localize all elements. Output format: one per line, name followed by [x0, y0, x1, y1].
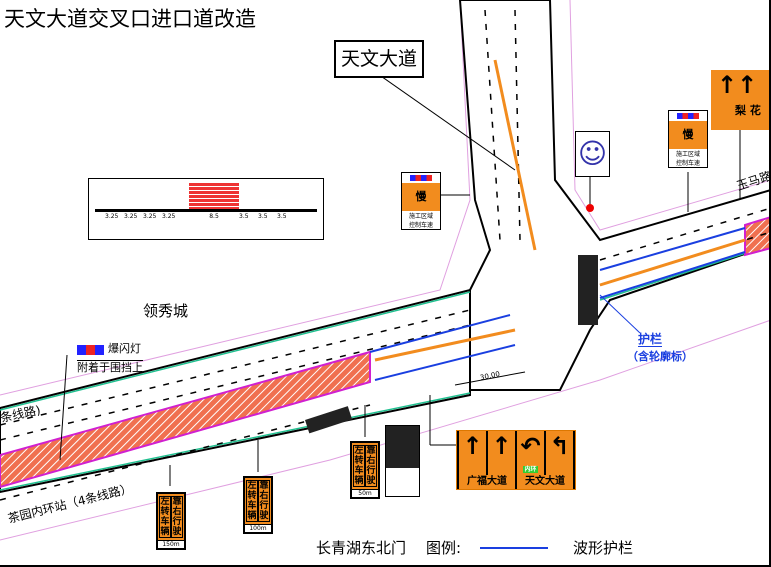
guardrail-note: （含轮廓标） [627, 350, 693, 363]
road-surface [95, 209, 317, 212]
sign-lane: ↶ 内环 [515, 431, 544, 475]
lane-width: 3.25 [105, 213, 119, 220]
uturn-arrow-icon: ↶ [520, 432, 541, 460]
slow-down-sign: 慢 施工区域 控制车速 [401, 172, 441, 230]
sign-lane: ↑ [486, 431, 515, 475]
lane-width: 3.25 [143, 213, 157, 220]
warning-lights-icon [410, 175, 432, 181]
hatched-median [0, 350, 371, 489]
signal-point [586, 204, 594, 212]
sign-text: 左转车辆 [159, 496, 171, 538]
lane-warning-sign: 左转车辆靠右行驶 100m [243, 476, 273, 534]
slow-symbol: 慢 [402, 183, 440, 211]
road-edge [0, 291, 471, 411]
straight-arrow-icon: ↑ [491, 432, 512, 460]
crosswalk [578, 255, 598, 325]
vms-board [385, 425, 420, 497]
guardrail-label: 护栏 [638, 332, 663, 347]
leader-lines [59, 73, 741, 486]
road-edge [599, 244, 769, 301]
distance-label: 50m [352, 489, 378, 497]
slow-symbol: 慢 [669, 121, 707, 149]
warning-lights-icon [677, 113, 699, 119]
hatched-median [744, 216, 769, 257]
road-edge [0, 392, 471, 491]
sign-text: 左转车辆 [353, 445, 365, 487]
lane-width: 3.5 [258, 213, 268, 220]
flash-light-icon [77, 345, 104, 355]
straight-arrow-icon: ↑ [462, 432, 483, 460]
guardrail-line [599, 227, 746, 271]
crosswalk [305, 406, 353, 434]
sign-text: 梨 花 [735, 104, 761, 117]
sign-text: 靠右行驶 [171, 496, 183, 538]
median-section [189, 182, 239, 210]
lane-width: 3.25 [162, 213, 176, 220]
lane-warning-sign: 左转车辆靠右行驶 50m [350, 441, 380, 499]
orange-lane-line [493, 59, 537, 251]
page-title: 天文大道交叉口进口道改造 [4, 7, 256, 31]
distance-label: 100m [245, 524, 271, 532]
guardrail-line [599, 251, 746, 299]
sign-lane: ↑ [457, 431, 486, 475]
lane-guide-sign: ↑↑ 梨 花 [711, 70, 769, 130]
boundary-line [0, 0, 471, 396]
cross-section-diagram: 3.25 3.25 3.25 3.25 8.5 3.5 3.5 3.5 [88, 178, 324, 240]
intersection [458, 0, 769, 391]
tag-label: 内环 [523, 466, 538, 473]
flash-light-label: 爆闪灯 [108, 342, 141, 355]
road-name: 广福大道 [467, 476, 507, 487]
legend-item: 波形护栏 [573, 539, 634, 557]
lane-widths: 3.25 3.25 3.25 3.25 8.5 3.5 3.5 3.5 [105, 213, 296, 221]
orange-lane-line [599, 238, 746, 287]
traffic-police-icon: ☺ [575, 131, 610, 177]
orange-lane-line [374, 328, 516, 362]
lane-width: 3.5 [239, 213, 249, 220]
road-name-callout: 天文大道 [334, 40, 424, 78]
lane-width: 8.5 [209, 213, 219, 220]
sign-text: 施工区域 [408, 213, 433, 220]
intersection-guide-sign: ↑ ↑ ↶ 内环 ↰ 广福大道 天文大道 [456, 430, 576, 490]
lane-width: 3.25 [124, 213, 138, 220]
sign-text: 靠右行驶 [258, 480, 270, 522]
sign-lane: ↰ [544, 431, 575, 475]
left-arrow-icon: ↰ [549, 432, 570, 460]
guardrail-line [369, 314, 511, 353]
lane-warning-sign: 左转车辆靠右行驶 150m [156, 492, 186, 550]
slow-down-sign: 慢 施工区域 控制车速 [668, 110, 708, 168]
guardrail-leader [599, 294, 641, 334]
straight-arrow-icon: ↑↑ [717, 71, 758, 99]
road-name: 天文大道 [515, 475, 573, 489]
sign-text: 靠右行驶 [365, 445, 377, 487]
sign-text: 左转车辆 [246, 480, 258, 522]
area-label: 领秀城 [143, 302, 189, 320]
flash-light-note: 附着于围挡上 [77, 360, 143, 374]
legend-label: 图例: [426, 539, 462, 557]
lane-width: 3.5 [277, 213, 287, 220]
distance-label: 150m [158, 540, 184, 548]
sign-text: 控制车速 [675, 160, 700, 167]
road-label: 长青湖东北门 [316, 539, 407, 557]
guardrail-line [374, 344, 516, 381]
sign-text: 控制车速 [408, 222, 433, 229]
sign-text: 施工区域 [675, 151, 700, 158]
